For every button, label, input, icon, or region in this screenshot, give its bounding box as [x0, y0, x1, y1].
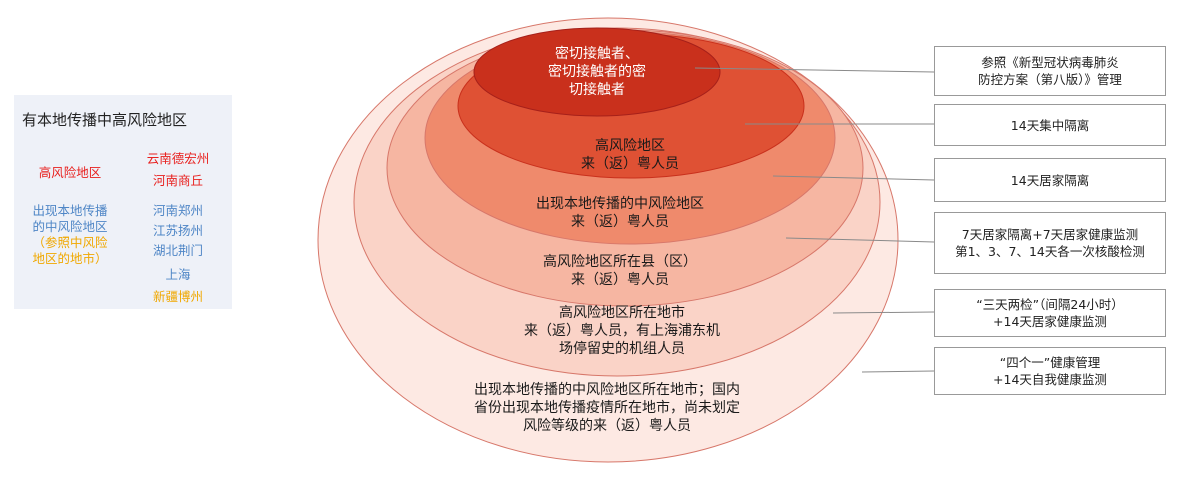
- ring-5-label: 高风险地区所在地市 来（返）粤人员，有上海浦东机 场停留史的机组人员: [524, 305, 720, 357]
- legend-medium-place-3: 湖北荆门: [152, 243, 203, 258]
- measure-box-6: “四个一”健康管理 +14天自我健康监测: [934, 347, 1166, 395]
- measure-box-4: 7天居家隔离+7天居家健康监测 第1、3、7、14天各一次核酸检测: [934, 212, 1166, 274]
- ring-1-label: 密切接触者、 密切接触者的密 切接触者: [548, 46, 646, 98]
- ring-1-ellipse: [473, 27, 721, 117]
- legend-medium-place-2: 江苏扬州: [152, 223, 203, 238]
- legend-title: 有本地传播中高风险地区: [22, 111, 188, 129]
- measure-box-2: 14天集中隔离: [934, 104, 1166, 146]
- ring-2-label: 高风险地区 来（返）粤人员: [581, 138, 679, 172]
- connector-4: [785, 237, 935, 243]
- ring-3-label: 出现本地传播的中风险地区 来（返）粤人员: [536, 196, 704, 230]
- risk-area-legend-panel: 有本地传播中高风险地区 高风险地区 云南德宏州 河南商丘 出现本地传播 的中风险…: [14, 95, 232, 309]
- connector-3: [772, 175, 935, 181]
- ring-4-label: 高风险地区所在县（区） 来（返）粤人员: [543, 254, 697, 288]
- legend-high-risk-label: 高风险地区: [38, 165, 102, 180]
- legend-medium-label-line-1: 出现本地传播: [32, 203, 108, 218]
- legend-medium-place-1: 河南郑州: [152, 203, 203, 218]
- legend-note-place: 新疆博州: [152, 289, 203, 304]
- legend-medium-note-line-2: 地区的地市）: [32, 251, 108, 266]
- connector-6: [861, 370, 935, 373]
- connector-5: [832, 311, 935, 314]
- ring-6-label: 出现本地传播的中风险地区所在地市；国内 省份出现本地传播疫情所在地市，尚未划定 …: [474, 382, 740, 434]
- legend-high-place-2: 河南商丘: [152, 173, 203, 188]
- measure-box-5: “三天两检”（间隔24小时） +14天居家健康监测: [934, 289, 1166, 337]
- legend-medium-place-4: 上海: [165, 267, 191, 282]
- measure-box-1: 参照《新型冠状病毒肺炎 防控方案（第八版）》管理: [934, 46, 1166, 96]
- legend-medium-note-line-1: （参照中风险: [32, 235, 108, 250]
- measure-box-3: 14天居家隔离: [934, 158, 1166, 202]
- legend-high-place-1: 云南德宏州: [146, 151, 210, 166]
- connector-1: [694, 67, 935, 73]
- legend-medium-label-line-2: 的中风险地区: [32, 219, 108, 234]
